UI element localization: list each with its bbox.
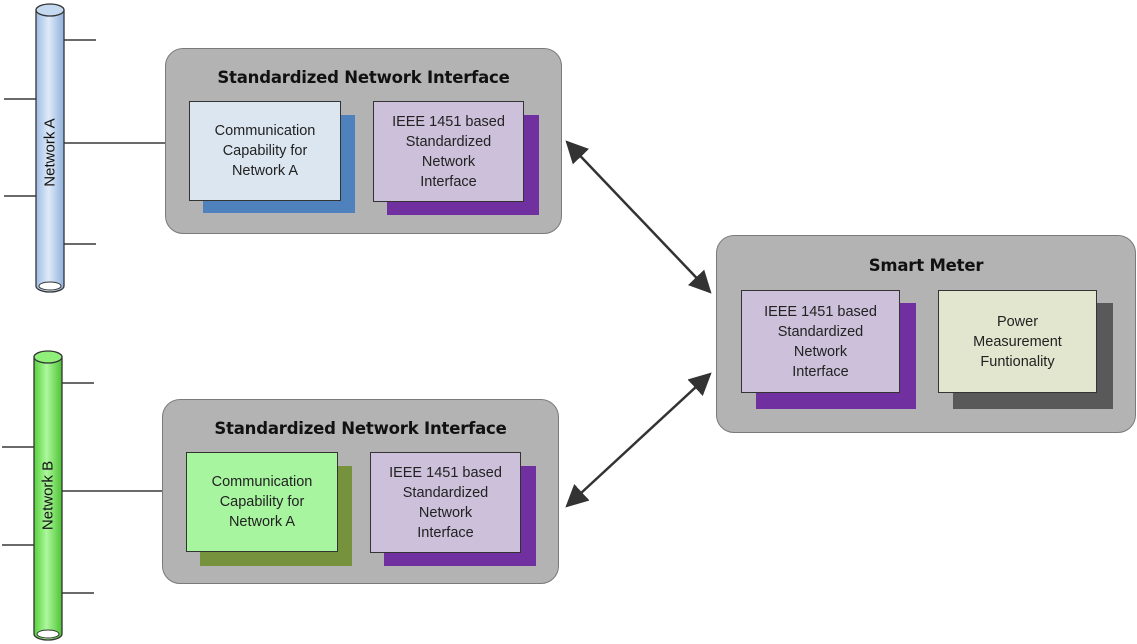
meter-power-box: Power Measurement Funtionality: [938, 290, 1097, 393]
smart-meter-panel: Smart Meter IEEE 1451 based Standardized…: [716, 235, 1136, 433]
network-a-pipe: [35, 3, 65, 293]
bottom-arrow: [565, 372, 712, 508]
bottom-comm-box: Communication Capability for Network A: [186, 452, 338, 552]
bottom-interface-panel: Standardized Network Interface Communica…: [162, 399, 559, 584]
top-ieee-box: IEEE 1451 based Standardized Network Int…: [373, 101, 524, 202]
bottom-ieee-box: IEEE 1451 based Standardized Network Int…: [370, 452, 521, 553]
meter-ieee-box: IEEE 1451 based Standardized Network Int…: [741, 290, 900, 393]
network-a-taps: [4, 39, 166, 245]
top-interface-panel: Standardized Network Interface Communica…: [165, 48, 562, 234]
top-arrow: [565, 140, 712, 294]
network-a-label: Network A: [41, 118, 59, 187]
smart-meter-title: Smart Meter: [868, 256, 984, 275]
bottom-interface-title: Standardized Network Interface: [214, 419, 507, 438]
network-b-taps: [2, 382, 163, 594]
network-b-label: Network B: [39, 460, 57, 531]
network-b-pipe: [33, 350, 63, 641]
top-interface-title: Standardized Network Interface: [217, 68, 510, 87]
top-comm-box: Communication Capability for Network A: [189, 101, 341, 201]
